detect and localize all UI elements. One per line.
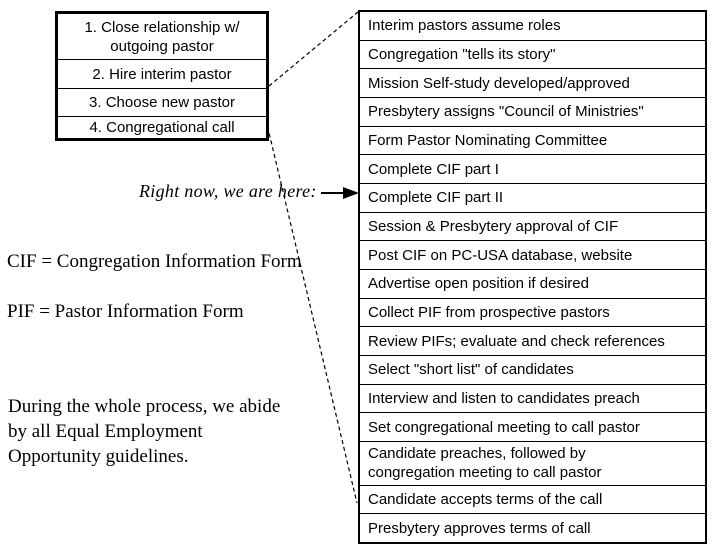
pif-definition-text: PIF = Pastor Information Form <box>7 301 244 322</box>
process-step-current: Complete CIF part II <box>360 182 705 212</box>
overview-step-2: 2. Hire interim pastor <box>58 59 266 88</box>
process-step: Review PIFs; evaluate and check referenc… <box>360 326 705 355</box>
cif-definition-text: CIF = Congregation Information Form <box>7 251 302 272</box>
process-step: Advertise open position if desired <box>360 268 705 298</box>
process-step: Candidate accepts terms of the call <box>360 484 705 514</box>
process-step: Candidate preaches, followed by congrega… <box>360 440 705 485</box>
process-step: Interview and listen to candidates preac… <box>360 383 705 413</box>
eeo-guidelines-note: During the whole process, we abide by al… <box>8 396 281 467</box>
process-detail-list: Interim pastors assume roles Congregatio… <box>358 10 707 544</box>
overview-step-3: 3. Choose new pastor <box>58 88 266 116</box>
overview-step-1: 1. Close relationship w/ outgoing pastor <box>84 18 240 55</box>
process-step: Set congregational meeting to call pasto… <box>360 412 705 441</box>
overview-steps-box: 1. Close relationship w/ outgoing pastor… <box>55 11 269 141</box>
process-step: Session & Presbytery approval of CIF <box>360 211 705 241</box>
process-step: Post CIF on PC-USA database, website <box>360 240 705 269</box>
process-step: Congregation "tells its story" <box>360 39 705 69</box>
process-step: Presbytery assigns "Council of Ministrie… <box>360 96 705 126</box>
process-step: Interim pastors assume roles <box>368 17 561 35</box>
process-step: Collect PIF from prospective pastors <box>360 297 705 327</box>
process-step: Mission Self-study developed/approved <box>360 68 705 97</box>
process-step: Select "short list" of candidates <box>360 354 705 384</box>
process-step: Presbytery approves terms of call <box>360 513 705 542</box>
zoom-connector-top-line <box>268 11 359 87</box>
current-position-label: Right now, we are here: <box>139 181 317 201</box>
overview-step-4: 4. Congregational call <box>58 116 266 138</box>
process-step: Complete CIF part I <box>360 154 705 183</box>
here-arrow-icon <box>321 187 359 199</box>
process-step: Form Pastor Nominating Committee <box>360 125 705 155</box>
